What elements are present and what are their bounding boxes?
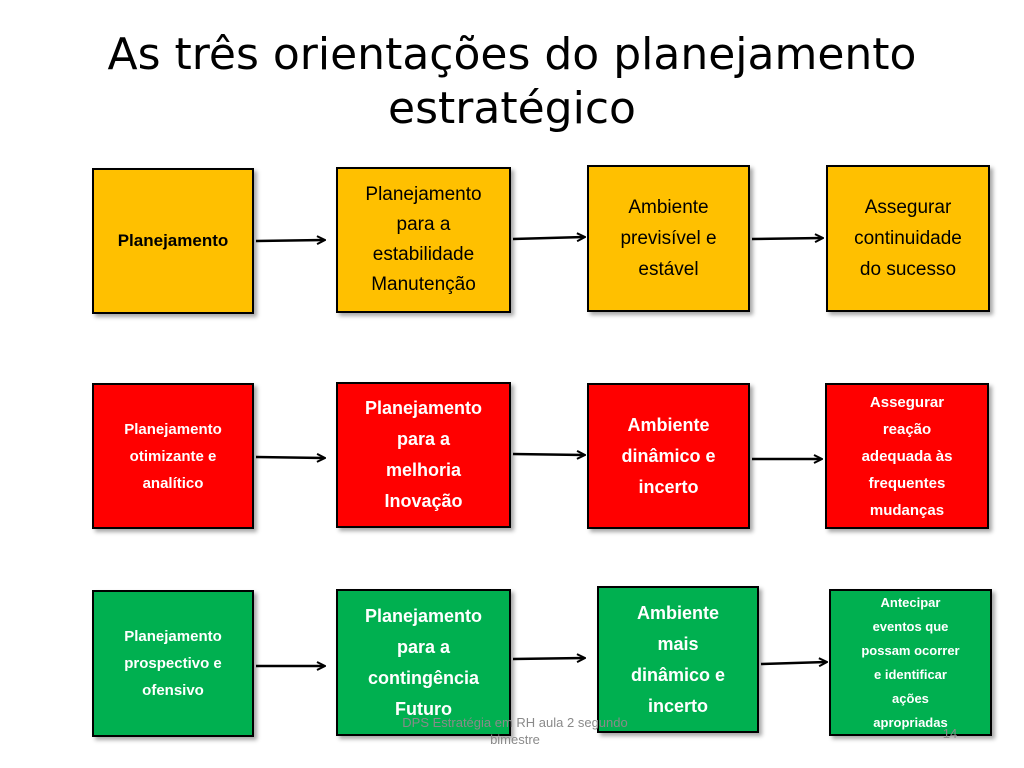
box-row3-col4: Antecipar eventos que possam ocorrer e i… bbox=[829, 589, 992, 736]
slide-footer: DPS Estratégia em RH aula 2 segundo bime… bbox=[402, 715, 628, 747]
arrow-r1-2 bbox=[512, 237, 584, 239]
page-number: 14 bbox=[942, 726, 958, 741]
slide-title: As três orientações do planejamento estr… bbox=[107, 29, 917, 134]
box-row3-col3: Ambiente mais dinâmico e incerto bbox=[597, 586, 759, 733]
arrow-r3-3 bbox=[760, 662, 826, 664]
box-row2-col2: Planejamento para a melhoria Inovação bbox=[336, 382, 511, 528]
box-row1-col3: Ambiente previsível e estável bbox=[587, 165, 750, 312]
box-row2-col4: Assegurar reação adequada às frequentes … bbox=[825, 383, 989, 529]
arrow-r1-1 bbox=[255, 240, 324, 241]
box-row3-col2: Planejamento para a contingência Futuro bbox=[336, 589, 511, 736]
arrow-r1-3 bbox=[751, 238, 822, 239]
box-row1-col2: Planejamento para a estabilidade Manuten… bbox=[336, 167, 511, 313]
box-row3-col1: Planejamento prospectivo e ofensivo bbox=[92, 590, 254, 737]
box-row1-col4: Assegurar continuidade do sucesso bbox=[826, 165, 990, 312]
box-row2-col1: Planejamento otimizante e analítico bbox=[92, 383, 254, 529]
arrow-r3-2 bbox=[512, 658, 584, 659]
arrow-r2-2 bbox=[512, 454, 584, 455]
box-row2-col3: Ambiente dinâmico e incerto bbox=[587, 383, 750, 529]
box-row1-col1: Planejamento bbox=[92, 168, 254, 314]
arrow-r2-1 bbox=[255, 457, 324, 458]
